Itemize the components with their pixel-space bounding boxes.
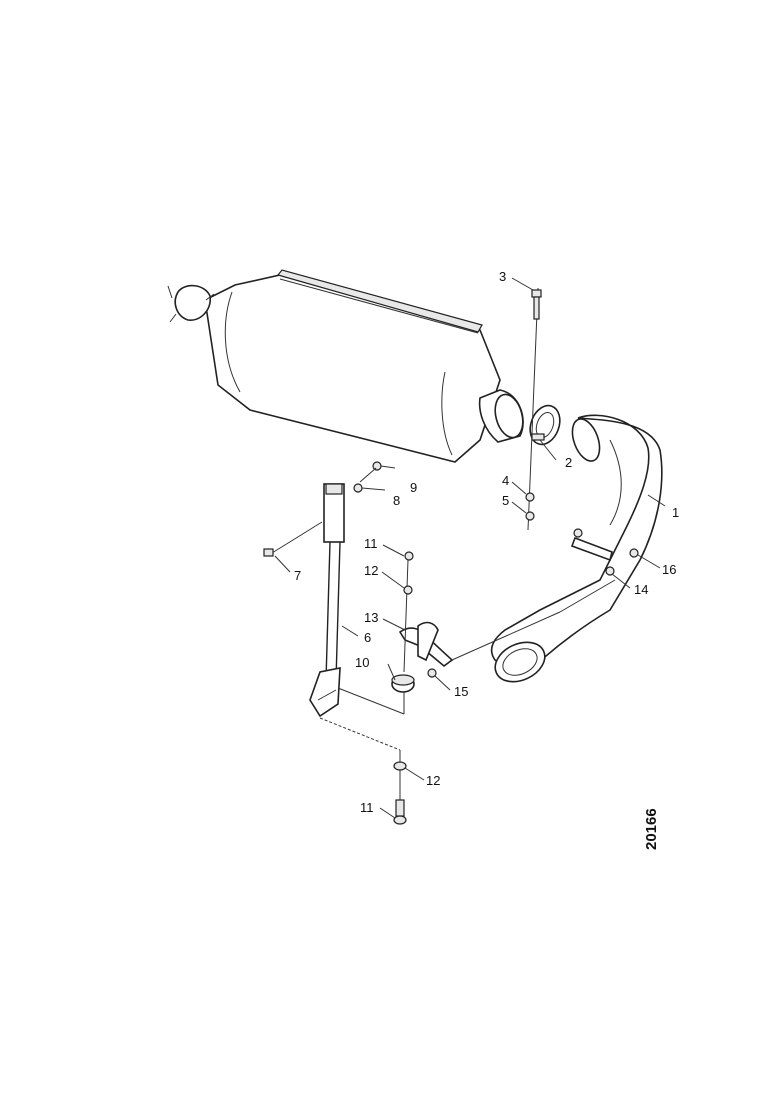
- callout-16: 16: [662, 562, 676, 577]
- reference-number: 20166: [643, 808, 660, 850]
- callout-9: 9: [410, 480, 417, 495]
- callout-14: 14: [634, 582, 648, 597]
- callout-3: 3: [499, 269, 506, 284]
- callout-11-lower: 11: [360, 800, 374, 815]
- hanger-bracket: [391, 551, 561, 693]
- clamp-ring: [529, 404, 561, 446]
- muffler: [167, 269, 524, 463]
- callout-12-upper: 12: [364, 563, 378, 578]
- callout-15: 15: [454, 684, 468, 699]
- callout-12-lower: 12: [426, 773, 440, 788]
- tail-pipe: [490, 414, 663, 683]
- callout-8: 8: [393, 493, 400, 508]
- callout-13: 13: [364, 610, 378, 625]
- callout-10: 10: [355, 655, 369, 670]
- clamp-bolt: [525, 287, 542, 531]
- callout-11-upper: 11: [364, 536, 378, 551]
- callout-leaders: [274, 277, 666, 819]
- callout-1: 1: [672, 505, 679, 520]
- callout-4: 4: [502, 473, 509, 488]
- callout-5: 5: [502, 493, 509, 508]
- callout-7: 7: [294, 568, 301, 583]
- callout-2: 2: [565, 455, 572, 470]
- lower-mount-bolt: [319, 717, 407, 825]
- callout-6: 6: [364, 630, 371, 645]
- support-bracket: [263, 461, 405, 718]
